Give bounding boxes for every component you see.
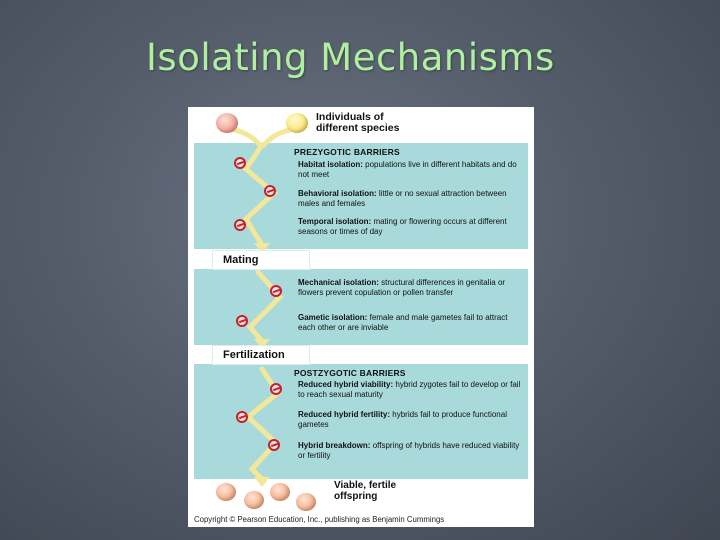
offspring-cell xyxy=(270,483,290,501)
hybrid-breakdown: Hybrid breakdown: offspring of hybrids h… xyxy=(298,441,526,460)
barrier-desc: little or no sexual attraction between m… xyxy=(298,189,507,208)
offspring-cell xyxy=(244,491,264,509)
barrier-name: Habitat isolation: xyxy=(298,160,363,169)
barrier-name: Temporal isolation: xyxy=(298,217,372,226)
temporal-isolation: Temporal isolation: mating or flowering … xyxy=(298,217,526,236)
barrier-desc: hybrids fail to produce functional gamet… xyxy=(298,410,507,429)
species-a-cell xyxy=(216,113,238,133)
isolation-diagram: Individuals of different species PREZYGO… xyxy=(188,107,534,527)
barrier-desc: populations live in different habitats a… xyxy=(298,160,517,179)
individuals-label-line1: Individuals of xyxy=(316,111,384,123)
barrier-desc: structural differences in genitalia or f… xyxy=(298,278,506,297)
barrier-stop-icon xyxy=(236,411,248,423)
barrier-name: Mechanical isolation: xyxy=(298,278,379,287)
barrier-desc: offspring of hybrids have reduced viabil… xyxy=(298,441,520,460)
barrier-stop-icon xyxy=(234,157,246,169)
barrier-name: Hybrid breakdown: xyxy=(298,441,371,450)
slide-title: Isolating Mechanisms xyxy=(146,36,555,79)
barrier-name: Gametic isolation: xyxy=(298,313,368,322)
barrier-name: Behavioral isolation: xyxy=(298,189,377,198)
stage-fertilization: Fertilization xyxy=(212,345,310,365)
premating-postmating-band xyxy=(194,269,528,345)
barrier-stop-icon xyxy=(270,383,282,395)
species-b-cell xyxy=(286,113,308,133)
offspring-label-line1: Viable, fertile xyxy=(334,480,397,491)
copyright-notice: Copyright © Pearson Education, Inc., pub… xyxy=(194,515,445,524)
postzygotic-header: POSTZYGOTIC BARRIERS xyxy=(294,368,406,378)
barrier-name: Reduced hybrid viability: xyxy=(298,380,394,389)
barrier-stop-icon xyxy=(236,315,248,327)
offspring-cell xyxy=(296,493,316,511)
barrier-desc: hybrid zygotes fail to develop or fail t… xyxy=(298,380,521,399)
barrier-name: Reduced hybrid fertility: xyxy=(298,410,391,419)
offspring-cell xyxy=(216,483,236,501)
stage-mating: Mating xyxy=(212,250,310,270)
mechanical-isolation: Mechanical isolation: structural differe… xyxy=(298,278,526,297)
gametic-isolation: Gametic isolation: female and male gamet… xyxy=(298,313,526,332)
barrier-desc: female and male gametes fail to attract … xyxy=(298,313,508,332)
individuals-label: Individuals of different species xyxy=(316,112,436,134)
barrier-stop-icon xyxy=(270,285,282,297)
barrier-stop-icon xyxy=(234,219,246,231)
barrier-stop-icon xyxy=(268,439,280,451)
prezygotic-header: PREZYGOTIC BARRIERS xyxy=(294,147,400,157)
behavioral-isolation: Behavioral isolation: little or no sexua… xyxy=(298,189,526,208)
offspring-label: Viable, fertile offspring xyxy=(334,480,444,502)
reduced-hybrid-viability: Reduced hybrid viability: hybrid zygotes… xyxy=(298,380,526,399)
barrier-desc: mating or flowering occurs at different … xyxy=(298,217,507,236)
habitat-isolation: Habitat isolation: populations live in d… xyxy=(298,160,526,179)
offspring-label-line2: offspring xyxy=(334,490,378,502)
barrier-stop-icon xyxy=(264,185,276,197)
individuals-label-line2: different species xyxy=(316,122,400,134)
reduced-hybrid-fertility: Reduced hybrid fertility: hybrids fail t… xyxy=(298,410,526,429)
